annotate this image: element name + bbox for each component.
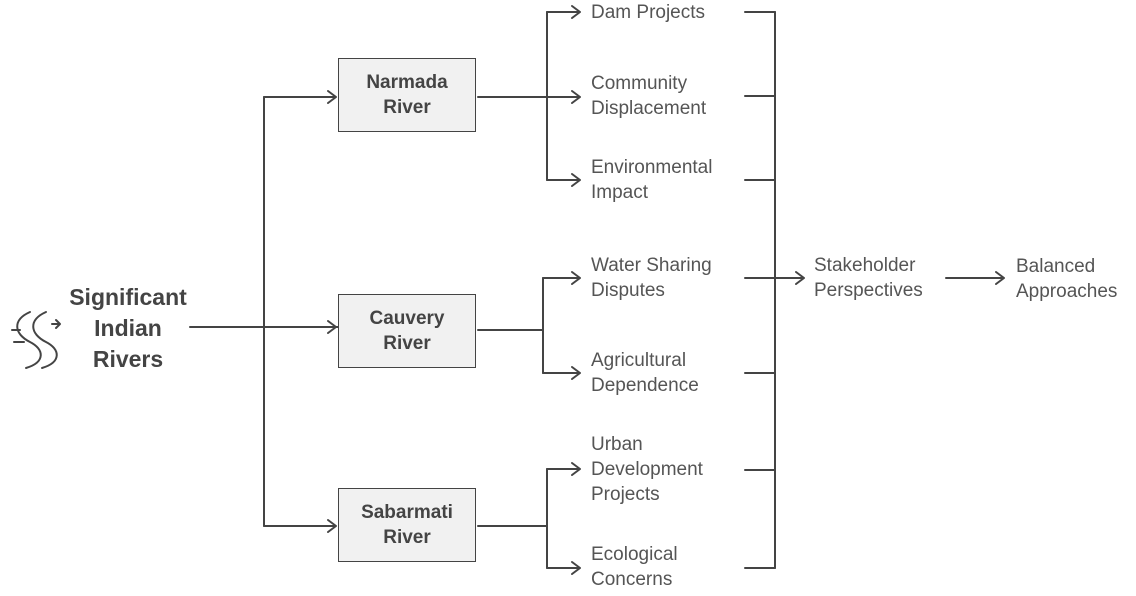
convergence-arrow [774,271,805,285]
issue-environmental-impact: Environmental Impact [591,155,712,205]
convergence-line: Stakeholder [814,255,916,276]
cauvery-to-water-arrow [542,271,581,285]
river-icon [11,311,61,369]
outcome-arrow [945,271,1005,285]
narmada-to-environment-arrow [546,173,581,187]
issue-line: Impact [591,182,649,203]
narmada-river-box: Narmada River [338,58,476,132]
outcome-line: Balanced [1016,256,1096,277]
narmada-to-displacement-arrow [546,90,581,104]
issue-line: Ecological [591,544,678,565]
issue-line: Disputes [591,280,665,301]
issue-line: Agricultural [591,350,687,371]
river-name: Sabarmati [361,502,453,523]
root-to-narmada-arrow [263,90,337,104]
cauvery-river-box: Cauvery River [338,294,476,368]
issue-dam-projects: Dam Projects [591,0,705,25]
narmada-to-dam-arrow [546,5,581,19]
issue-line: Dam Projects [591,2,706,23]
issue-line: Environmental [591,157,713,178]
sabarmati-to-ecology-arrow [546,561,581,575]
issue-line: Projects [591,484,660,505]
issue-water-sharing-disputes: Water Sharing Disputes [591,253,712,303]
root-title: Significant Indian Rivers [58,282,198,375]
issue-line: Displacement [591,98,707,119]
issue-line: Dependence [591,375,699,396]
root-title-line: Significant [69,284,187,310]
root-title-line: Rivers [92,346,164,372]
cauvery-to-agriculture-arrow [542,366,581,380]
root-title-line: Indian [94,315,162,341]
issue-urban-development-projects: Urban Development Projects [591,432,703,507]
issue-agricultural-dependence: Agricultural Dependence [591,348,699,398]
river-name: Narmada [366,72,448,93]
convergence-line: Perspectives [814,280,923,301]
stakeholder-perspectives: Stakeholder Perspectives [814,253,923,303]
sabarmati-river-box: Sabarmati River [338,488,476,562]
river-label: River [383,333,431,354]
river-label: River [383,527,431,548]
issue-ecological-concerns: Ecological Concerns [591,542,678,592]
issue-line: Development [591,459,703,480]
issue-line: Water Sharing [591,255,712,276]
issue-line: Concerns [591,569,673,590]
river-name: Cauvery [369,308,445,329]
sabarmati-to-urban-arrow [546,462,581,476]
root-to-cauvery-arrow [263,320,337,334]
outcome-line: Approaches [1016,281,1118,302]
root-to-sabarmati-arrow [263,519,337,533]
issue-line: Urban [591,434,643,455]
issue-line: Community [591,73,688,94]
issue-community-displacement: Community Displacement [591,71,706,121]
river-label: River [383,97,431,118]
balanced-approaches: Balanced Approaches [1016,254,1117,304]
